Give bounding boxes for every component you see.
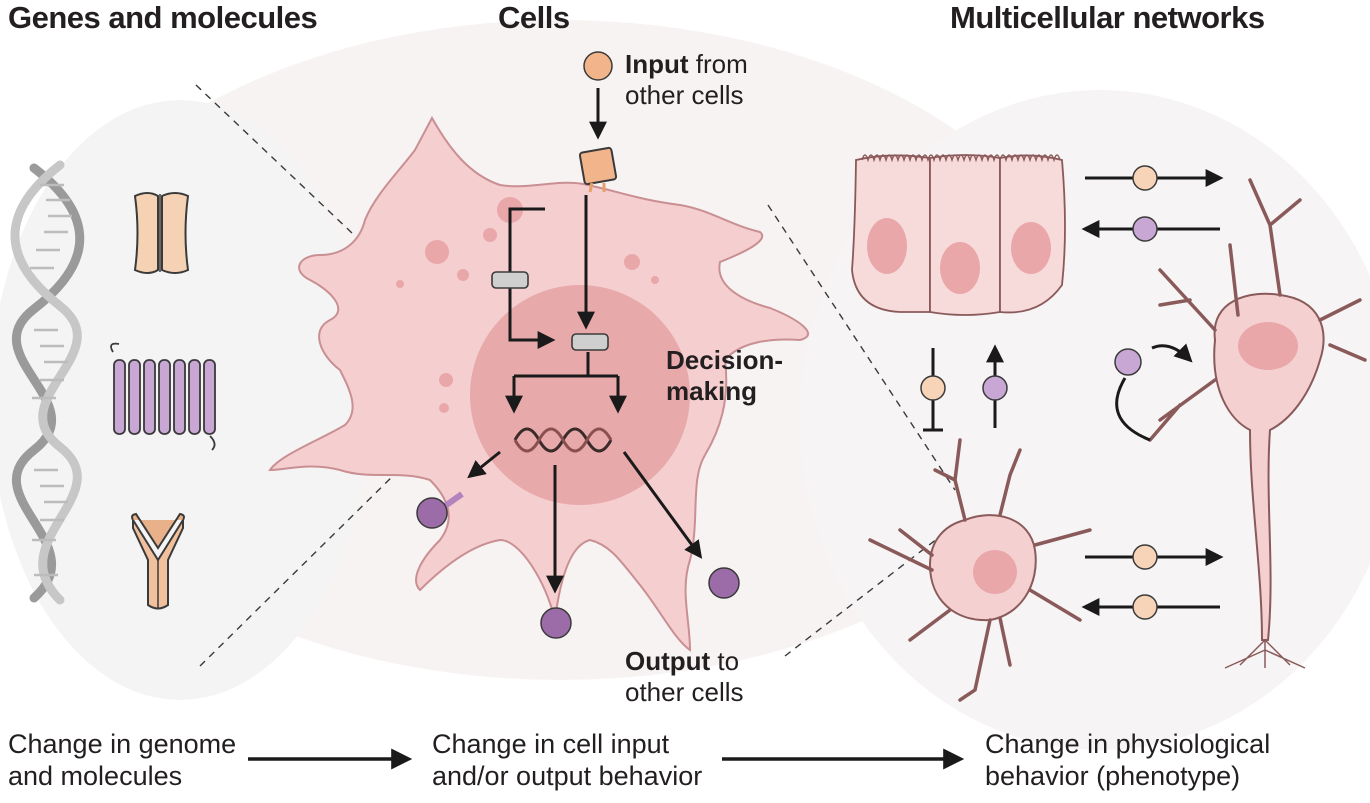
ion-channel-icon bbox=[133, 192, 190, 274]
output-molecule-icon bbox=[416, 491, 740, 639]
input-label-rest-2: other cells bbox=[625, 80, 744, 110]
dna-helix bbox=[10, 160, 85, 605]
signalling-protein-icon bbox=[491, 271, 609, 351]
output-label-bold: Output bbox=[625, 646, 711, 676]
input-label: Input from other cells bbox=[625, 49, 748, 111]
heading-genes-and-molecules: Genes and molecules bbox=[8, 0, 318, 35]
glial-cell bbox=[868, 438, 1092, 702]
caption-genome-line-1: Change in genome bbox=[8, 729, 237, 759]
output-label-rest-2: other cells bbox=[625, 677, 744, 707]
decision-label-line-2: making bbox=[666, 376, 758, 406]
output-label: Output to other cells bbox=[625, 646, 744, 708]
receptor-icon bbox=[578, 146, 618, 193]
caption-genome: Change in genome and molecules bbox=[8, 728, 236, 792]
output-label-rest-1: to bbox=[717, 646, 740, 676]
input-molecule-icon bbox=[583, 51, 613, 81]
caption-genome-line-2: and molecules bbox=[8, 761, 183, 791]
gene-expression-icon bbox=[513, 427, 613, 453]
caption-cell-line-1: Change in cell input bbox=[432, 729, 670, 759]
caption-physio-line-1: Change in physiological bbox=[985, 729, 1271, 759]
antibody-receptor-icon bbox=[131, 512, 185, 610]
input-label-rest-1: from bbox=[695, 49, 748, 79]
heading-multicellular-networks: Multicellular networks bbox=[950, 0, 1265, 35]
decision-making-label: Decision- making bbox=[666, 345, 783, 407]
caption-cell-behavior: Change in cell input and/or output behav… bbox=[432, 728, 702, 792]
caption-physiological: Change in physiological behavior (phenot… bbox=[985, 728, 1270, 792]
caption-cell-line-2: and/or output behavior bbox=[432, 761, 703, 791]
epithelial-cells bbox=[851, 154, 1066, 316]
neuron-cell bbox=[1148, 178, 1367, 669]
gpcr-receptor-icon bbox=[110, 342, 216, 451]
network-signal-molecules bbox=[920, 165, 1158, 620]
caption-physio-line-2: behavior (phenotype) bbox=[985, 761, 1241, 791]
heading-cells: Cells bbox=[498, 0, 570, 35]
input-label-bold: Input bbox=[625, 49, 689, 79]
decision-label-line-1: Decision- bbox=[666, 345, 784, 375]
